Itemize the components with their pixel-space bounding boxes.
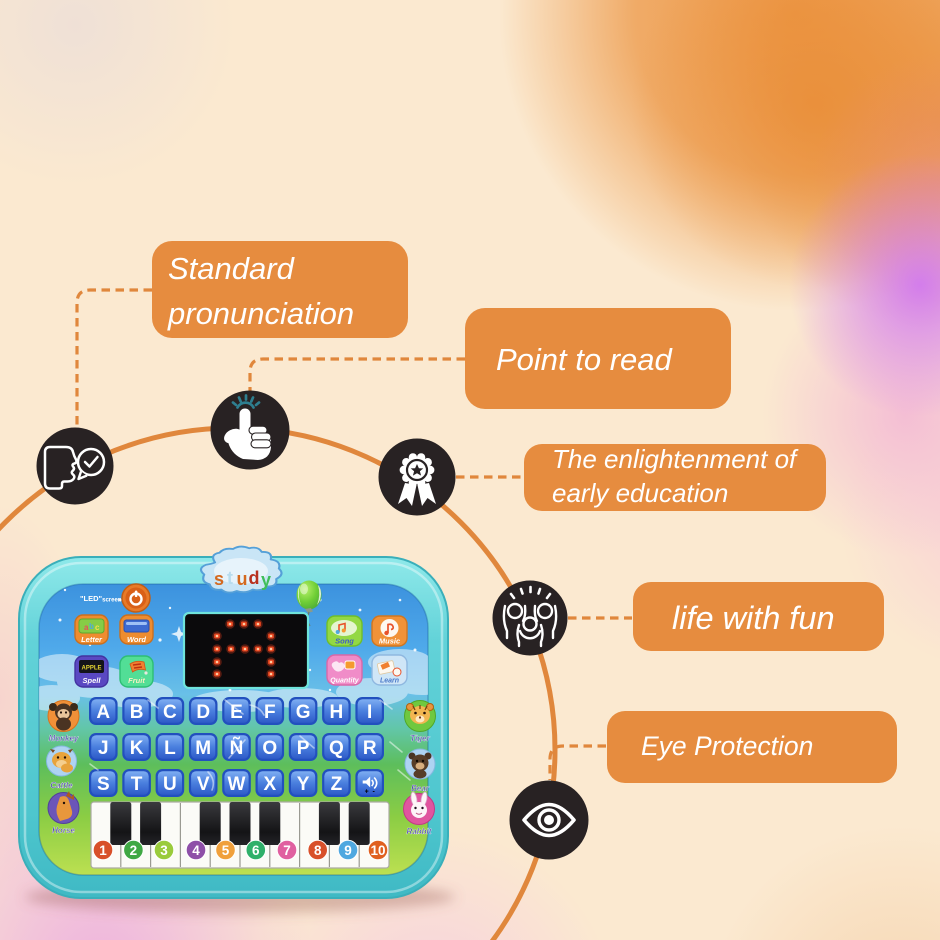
svg-text:K: K — [130, 738, 144, 759]
svg-text:10: 10 — [370, 843, 385, 858]
svg-text:Letter: Letter — [81, 635, 103, 644]
svg-text:I: I — [367, 702, 372, 723]
svg-text:Music: Music — [379, 637, 401, 646]
svg-text:A: A — [96, 702, 110, 723]
svg-text:L: L — [164, 738, 176, 759]
svg-text:T: T — [131, 774, 143, 795]
svg-text:y: y — [261, 570, 271, 590]
svg-text:S: S — [97, 774, 110, 795]
svg-text:H: H — [330, 702, 344, 723]
svg-text:9: 9 — [344, 843, 352, 858]
svg-text:3: 3 — [160, 843, 168, 858]
svg-text:Word: Word — [127, 635, 146, 644]
svg-text:B: B — [130, 702, 144, 723]
svg-text:Horse: Horse — [52, 826, 75, 835]
svg-text:"LED"screen: "LED"screen — [80, 594, 122, 604]
svg-text:F: F — [264, 702, 276, 723]
svg-text:s: s — [214, 569, 224, 589]
svg-text:2: 2 — [130, 843, 138, 858]
svg-text:Standard: Standard — [168, 251, 296, 286]
svg-text:t: t — [227, 568, 233, 588]
svg-text:6: 6 — [252, 843, 260, 858]
svg-text:M: M — [195, 738, 211, 759]
svg-text:G: G — [296, 702, 311, 723]
svg-text:early education: early education — [552, 478, 728, 508]
svg-text:Spell: Spell — [83, 676, 102, 685]
svg-text:Quantity: Quantity — [330, 678, 359, 685]
svg-text:life with fun: life with fun — [672, 600, 835, 636]
svg-text:U: U — [163, 774, 177, 795]
svg-text:-: - — [373, 789, 376, 796]
svg-text:d: d — [249, 568, 260, 588]
svg-text:R: R — [363, 738, 377, 759]
svg-text:1: 1 — [99, 843, 107, 858]
svg-text:Point to read: Point to read — [496, 342, 674, 377]
svg-text:Y: Y — [297, 774, 310, 795]
svg-text:Fruit: Fruit — [128, 676, 145, 685]
svg-text:5: 5 — [222, 843, 230, 858]
svg-text:+: + — [365, 789, 369, 796]
svg-text:7: 7 — [283, 843, 291, 858]
svg-text:APPLE: APPLE — [81, 666, 101, 672]
svg-text:Cattle: Cattle — [50, 781, 73, 790]
svg-text:Eye Protection: Eye Protection — [641, 731, 813, 761]
svg-text:4: 4 — [192, 843, 200, 858]
svg-text:O: O — [262, 738, 277, 759]
svg-text:W: W — [228, 774, 246, 795]
svg-text:pronunciation: pronunciation — [167, 296, 354, 331]
svg-text:Learn: Learn — [380, 678, 399, 685]
svg-text:a: a — [84, 623, 89, 632]
svg-text:Monkey: Monkey — [49, 734, 79, 743]
svg-text:8: 8 — [314, 843, 322, 858]
svg-text:u: u — [237, 569, 248, 589]
svg-text:C: C — [163, 702, 177, 723]
svg-text:V: V — [197, 774, 210, 795]
svg-text:Song: Song — [335, 637, 354, 646]
svg-text:b: b — [89, 622, 94, 631]
svg-text:The enlightenment of: The enlightenment of — [552, 444, 799, 474]
svg-text:Q: Q — [329, 738, 344, 759]
svg-text:X: X — [263, 774, 276, 795]
svg-text:P: P — [297, 738, 310, 759]
svg-text:Z: Z — [331, 774, 343, 795]
svg-text:Bear: Bear — [411, 784, 430, 793]
svg-text:Rabbit: Rabbit — [407, 827, 432, 836]
svg-text:D: D — [196, 702, 210, 723]
svg-text:Tiger: Tiger — [410, 734, 430, 743]
svg-text:c: c — [95, 623, 100, 632]
svg-text:J: J — [98, 738, 109, 759]
